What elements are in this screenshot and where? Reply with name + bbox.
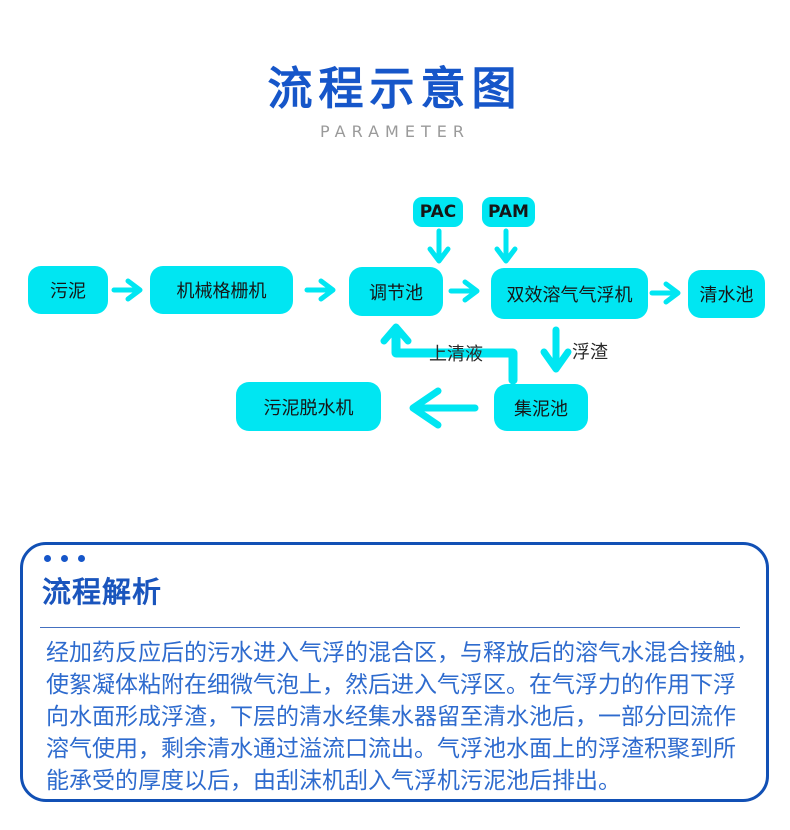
- analysis-card: 流程解析 经加药反应后的污水进入气浮的混合区，与释放后的溶气水混合接触， 使絮凝…: [20, 542, 769, 802]
- arrow-screen-to-regulating: [304, 278, 336, 302]
- arrow-daf-to-clearwater: [649, 281, 681, 305]
- flow-node-regulating: 调节池: [349, 267, 443, 316]
- flow-node-sludge: 污泥: [28, 266, 108, 314]
- paragraph-line: 能承受的厚度以后，由刮沫机刮入气浮机污泥池后排出。: [46, 768, 621, 794]
- arrow-regulating-to-daf: [448, 279, 480, 303]
- flow-node-clearwater: 清水池: [688, 270, 765, 318]
- flow-label-supernatant: 上清液: [429, 344, 483, 365]
- arrow-sludge-to-screen: [111, 278, 143, 302]
- arrow-pam-down: [494, 228, 518, 264]
- flow-label-scum: 浮渣: [572, 342, 608, 363]
- paragraph-line: 经加药反应后的污水进入气浮的混合区，与释放后的溶气水混合接触，: [46, 640, 759, 666]
- paragraph-line: 溶气使用，剩余清水通过溢流口流出。气浮池水面上的浮渣积聚到所: [46, 736, 736, 762]
- analysis-paragraph: 经加药反应后的污水进入气浮的混合区，与释放后的溶气水混合接触， 使絮凝体粘附在细…: [46, 637, 764, 797]
- arrow-scum-down: [540, 326, 572, 373]
- flow-node-collect: 集泥池: [494, 384, 588, 431]
- paragraph-line: 使絮凝体粘附在细微气泡上，然后进入气浮区。在气浮力的作用下浮: [46, 672, 736, 698]
- flow-node-dewater: 污泥脱水机: [236, 382, 381, 431]
- card-dots: [44, 555, 85, 562]
- flow-node-screen: 机械格栅机: [150, 266, 293, 314]
- flowchart-connectors: [111, 228, 681, 429]
- arrow-collect-to-dewater: [409, 387, 479, 429]
- flow-node-pac: PAC: [413, 197, 463, 227]
- heading-divider: [40, 627, 740, 628]
- page-subtitle: PARAMETER: [320, 122, 470, 141]
- flow-node-daf: 双效溶气气浮机: [491, 268, 648, 319]
- dot-icon: [78, 555, 85, 562]
- page-title: 流程示意图: [267, 62, 523, 115]
- flow-node-pam: PAM: [482, 197, 535, 227]
- arrow-supernatant-return: [380, 323, 518, 385]
- paragraph-line: 向水面形成浮渣，下层的清水经集水器留至清水池后，一部分回流作: [46, 704, 736, 730]
- dot-icon: [44, 555, 51, 562]
- analysis-heading: 流程解析: [42, 575, 163, 609]
- dot-icon: [61, 555, 68, 562]
- arrow-pac-down: [427, 228, 451, 264]
